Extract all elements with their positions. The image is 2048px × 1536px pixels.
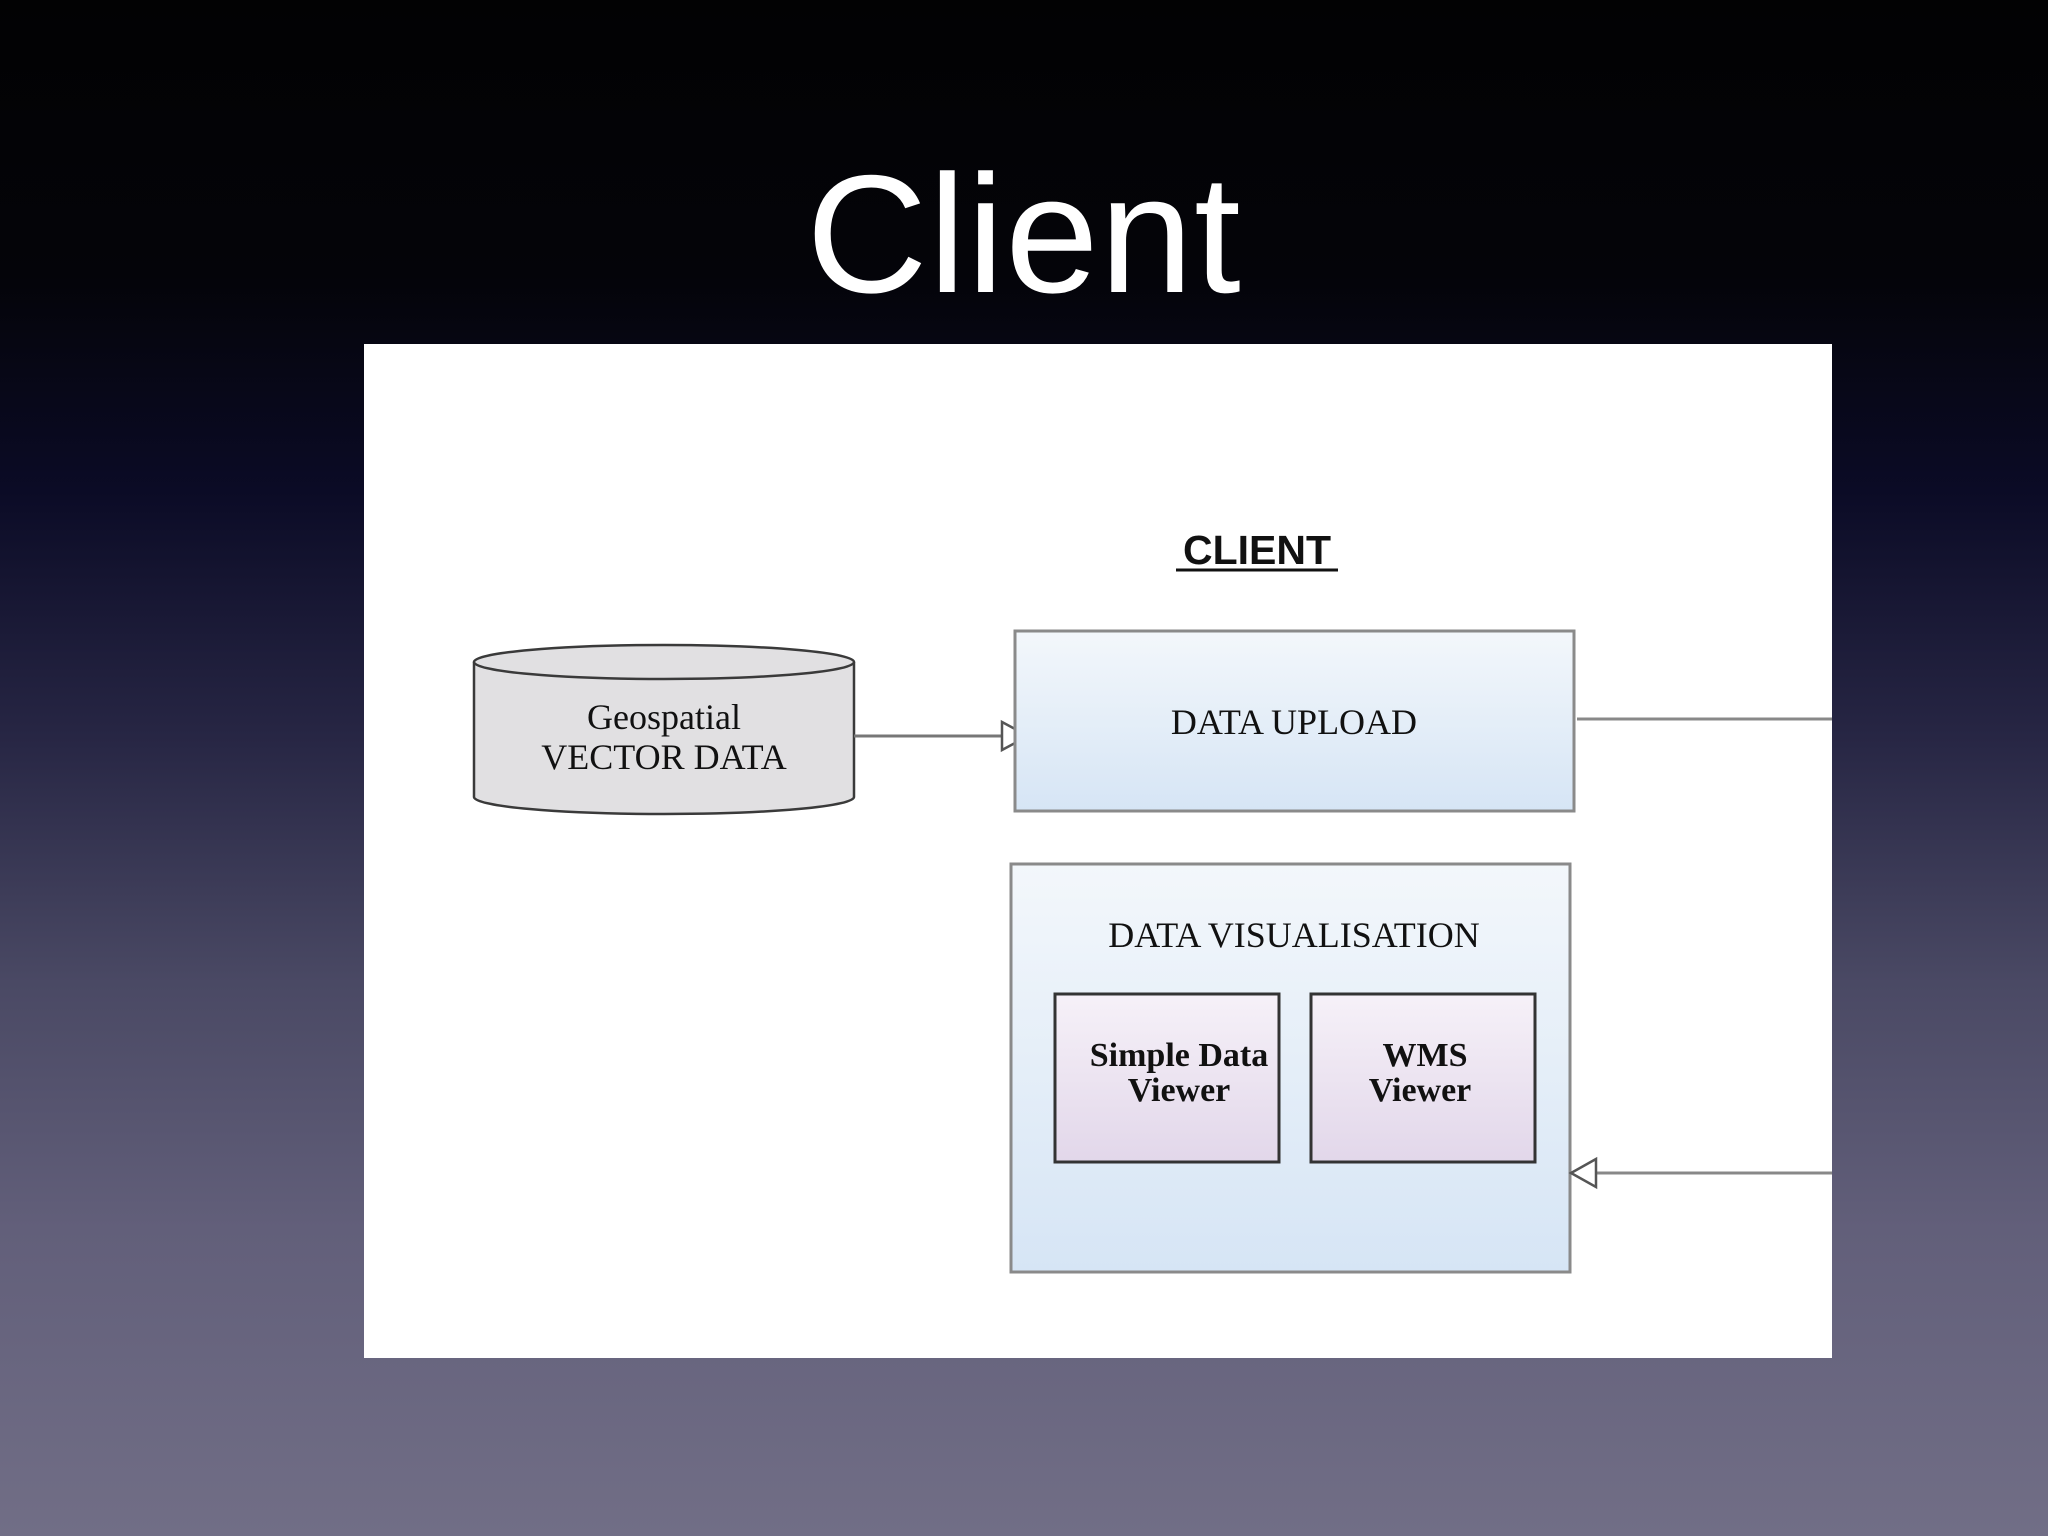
client-diagram: CLIENT Geospatial VECTOR DATA DATA UPLOA…	[472, 527, 1832, 1274]
database-label-line1: Geospatial	[587, 697, 741, 737]
data-upload-label: DATA UPLOAD	[1171, 702, 1417, 742]
slide-title: Client	[806, 140, 1242, 328]
wms-viewer-line1: WMS	[1383, 1037, 1468, 1074]
simple-data-viewer-line1: Simple Data	[1090, 1037, 1269, 1074]
data-upload-box	[1013, 629, 1576, 813]
simple-data-viewer-box	[1053, 992, 1281, 1164]
simple-data-viewer-line2: Viewer	[1128, 1072, 1231, 1109]
visualisation-arrowhead	[1568, 1156, 1598, 1190]
data-visualisation-label: DATA VISUALISATION	[1108, 915, 1479, 955]
geospatial-database-cylinder	[472, 643, 856, 816]
diagram-heading: CLIENT	[1183, 527, 1331, 573]
wms-viewer-line2: Viewer	[1369, 1072, 1472, 1109]
diagram-panel: CLIENT Geospatial VECTOR DATA DATA UPLOA…	[364, 344, 1832, 1358]
wms-viewer-box	[1309, 992, 1537, 1164]
database-label-line2: VECTOR DATA	[541, 737, 786, 777]
